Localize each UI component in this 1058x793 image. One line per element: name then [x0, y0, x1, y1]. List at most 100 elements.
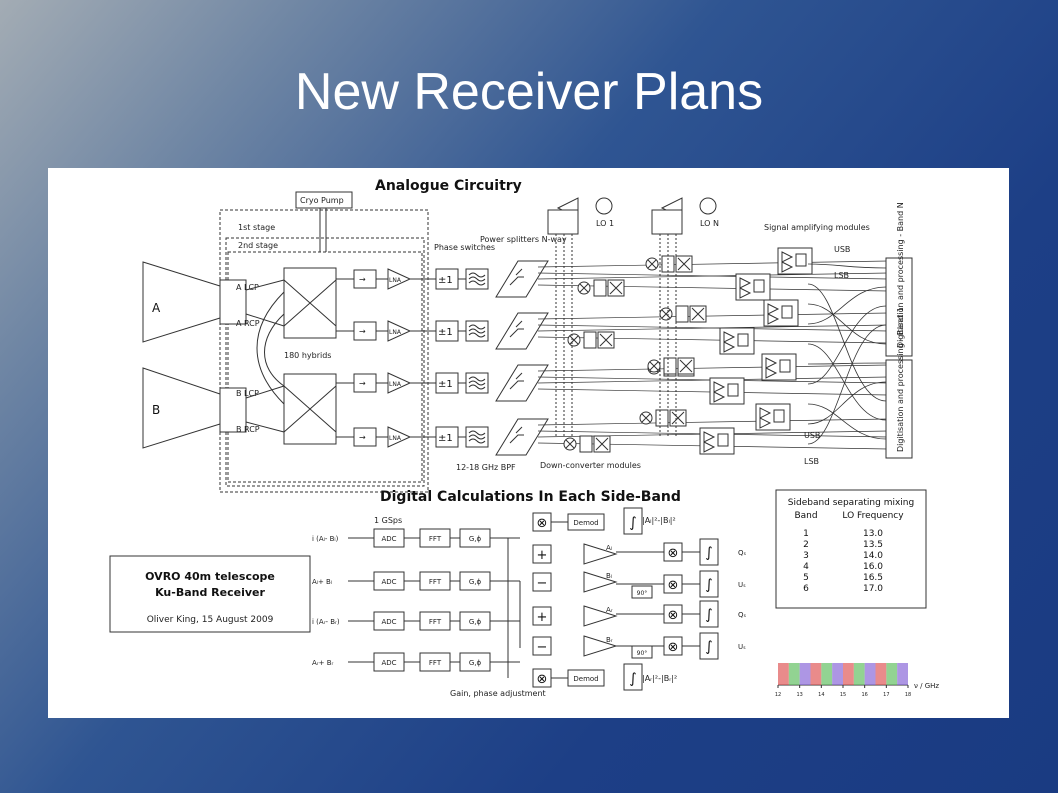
output-label: Uₛ	[738, 581, 746, 589]
sideband-table-header-band: Band	[794, 511, 817, 521]
lon-source-icon	[699, 197, 717, 215]
adc-label: ADC	[381, 659, 396, 667]
stage2-box	[227, 251, 423, 483]
power-top-label: |Aₗ|²-|Bₗ|²	[642, 516, 676, 525]
usb-label-top: USB	[834, 245, 850, 254]
phase-90-label: 90°	[637, 650, 648, 657]
band-segment	[886, 663, 898, 685]
sideband-row-lo: 13.0	[863, 529, 883, 539]
band-segment	[832, 663, 843, 685]
digitiser-band-n	[885, 257, 913, 357]
operator-box	[532, 572, 552, 592]
phase-90-box	[631, 585, 653, 599]
digital-heading: Digital Calculations In Each Side-Band	[380, 489, 681, 505]
gain-phase-label: Gain, phase adjustment	[450, 689, 546, 698]
credit-line1: OVRO 40m telescope	[145, 570, 275, 583]
phase-switch-label: ±1	[438, 327, 453, 338]
gain-phase-block-label: G,ϕ	[469, 618, 482, 626]
freq-tick-label: 15	[840, 692, 846, 698]
isolator-arrow: →	[359, 379, 366, 388]
downconverter-module	[663, 357, 677, 375]
freq-tick-label: 16	[861, 692, 867, 698]
isolator-arrow: →	[359, 433, 366, 442]
power-splitter-2	[495, 312, 549, 350]
lna-4	[387, 426, 412, 448]
gain-phase-block-label: G,ϕ	[469, 659, 482, 667]
fft-label: FFT	[429, 618, 442, 626]
phase-switch-3	[435, 372, 459, 394]
cryostat-inner-box	[225, 237, 425, 487]
credit-line2: Ku-Band Receiver	[155, 586, 265, 599]
power-splitter-1	[495, 260, 549, 298]
fft-label: FFT	[429, 535, 442, 543]
a-rcp-label: A RCP	[236, 319, 260, 328]
phase-switch-1	[435, 268, 459, 290]
svg-text:∫: ∫	[629, 515, 636, 531]
freq-tick-label: 17	[883, 692, 889, 698]
channel-label: Aᵣ	[606, 606, 613, 614]
digital-input-label: i (Aₗ- Bₗ)	[312, 535, 339, 543]
signal-amp-label: Signal amplifying modules	[764, 223, 870, 232]
freq-tick-label: 13	[796, 692, 802, 698]
lo1-source-icon	[595, 197, 613, 215]
power-splitters-label: Power splitters N-way	[480, 235, 567, 244]
isolator-1	[353, 269, 377, 289]
operator-symbol: +	[537, 610, 548, 625]
phase-switch-2	[435, 320, 459, 342]
band-segment	[897, 663, 908, 685]
isolator-3	[353, 373, 377, 393]
lo1-label: LO 1	[596, 219, 614, 228]
integrator-icon	[623, 663, 643, 691]
lna-2	[387, 320, 412, 342]
b-rcp-label: B RCP	[236, 425, 260, 434]
bpf-icon	[468, 272, 486, 286]
band-segment	[799, 663, 811, 685]
operator-box	[532, 544, 552, 564]
adc-label: ADC	[381, 535, 396, 543]
operator-symbol: +	[537, 548, 548, 563]
operator-box	[532, 606, 552, 626]
credit-box	[109, 555, 311, 633]
signal-rows: →LNA±1→LNA±1→LNA±1→LNA±1	[336, 247, 889, 456]
operator-box	[532, 636, 552, 656]
band-segment	[821, 663, 833, 685]
svg-text:⊗: ⊗	[668, 578, 679, 593]
freq-tick-label: 12	[775, 692, 781, 698]
sideband-row-band: 2	[803, 540, 809, 550]
output-label: Qₛ	[738, 611, 747, 619]
lon-label: LO N	[700, 219, 719, 228]
sideband-row-lo: 16.5	[863, 573, 883, 583]
omt-b	[219, 387, 247, 433]
isolator-arrow: →	[359, 275, 366, 284]
isolator-4	[353, 427, 377, 447]
operator-symbol: −	[537, 640, 548, 655]
svg-text:∫: ∫	[705, 607, 712, 623]
band-1-label: Digitisation and processing - Band 1	[896, 307, 905, 452]
downconverter-module	[655, 409, 669, 427]
sideband-row-band: 3	[803, 551, 809, 561]
bpf-icon	[468, 324, 486, 338]
receiver-block-diagram: Analogue Circuitry 1st stage 2nd stage C…	[48, 168, 1009, 718]
lsb-label-bottom: LSB	[804, 457, 819, 466]
band-segment	[778, 663, 789, 685]
integrator-icon	[623, 507, 643, 535]
bpf-label: 12-18 GHz BPF	[456, 463, 516, 472]
hybrids-label: 180 hybrids	[284, 351, 331, 360]
digital-input-label: i (Aᵣ- Bᵣ)	[312, 618, 340, 626]
sideband-row-lo: 16.0	[863, 562, 883, 572]
demod-label: Demod	[573, 519, 598, 527]
credit-line3: Oliver King, 15 August 2009	[147, 615, 274, 625]
bpf-icon	[468, 376, 486, 390]
downconverter-module	[675, 305, 689, 323]
digital-input-label: Aᵣ+ Bᵣ	[312, 659, 333, 667]
operator-symbol: ⊗	[537, 516, 548, 531]
phase-switches-label: Phase switches	[434, 243, 495, 252]
lna-3	[387, 372, 412, 394]
sideband-table-header-lo: LO Frequency	[842, 511, 904, 521]
band-segment	[875, 663, 887, 685]
b-lcp-label: B LCP	[236, 389, 259, 398]
cryo-pump-label: Cryo Pump	[300, 196, 344, 205]
gain-amp	[583, 571, 618, 593]
omt-a	[219, 279, 247, 325]
